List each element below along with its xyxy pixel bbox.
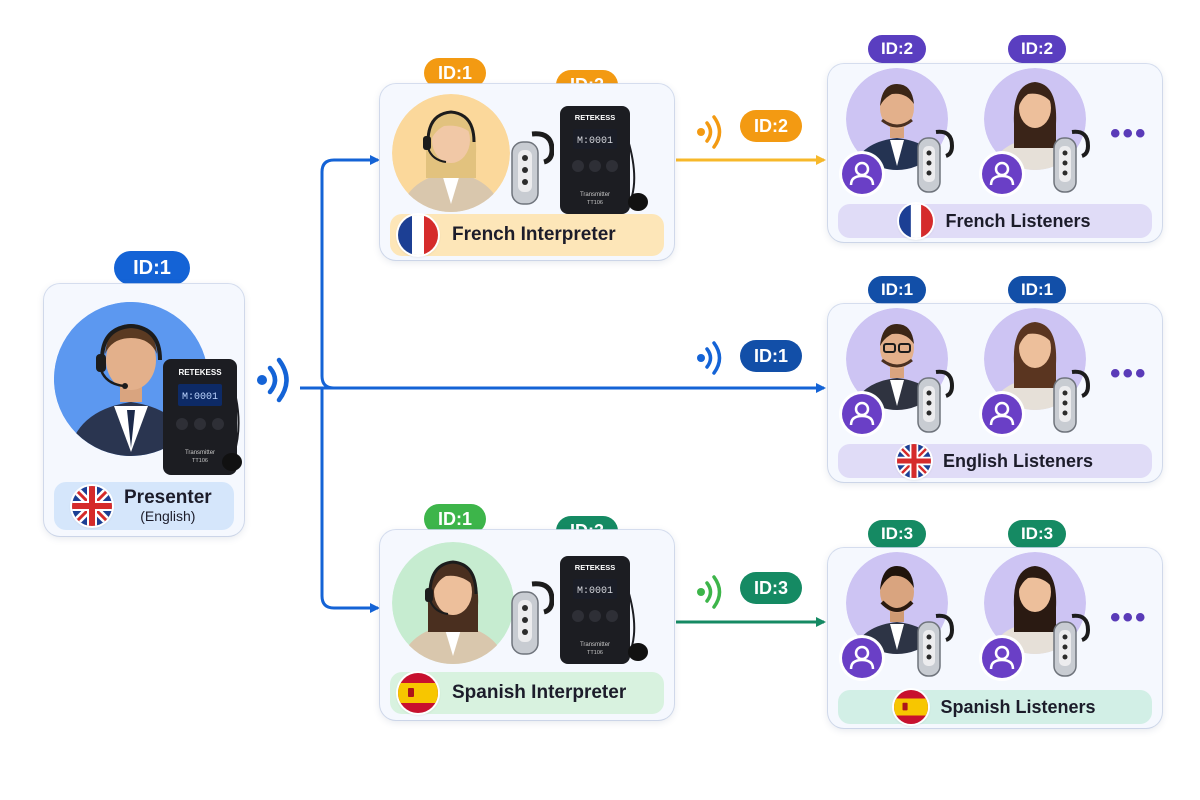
french-listeners-name: French Listeners [945,210,1091,231]
english-channel-badge: ID:1 [740,340,802,372]
french-device-brand: RETEKESS [575,113,615,122]
french-listeners-label: French Listeners [838,204,1152,238]
english-channel-wifi-signal-icon [696,338,726,378]
french-interpreter-card: RETEKESS M:0001 Transmitter TT106 French… [380,84,674,260]
spanish-listener-2-earpiece-receiver [1050,612,1090,678]
french-listeners-more-dots-icon: ••• [1110,117,1148,150]
english-listener-1-earpiece-receiver [914,368,954,434]
french-channel-wifi-signal-icon [696,112,726,152]
french-interpreter-label: French Interpreter [390,214,664,256]
spanish-interpreter-card: RETEKESS M:0001 Transmitter TT106 Spanis… [380,530,674,720]
presenter-language: (English) [140,507,196,524]
french-listener-1-earpiece-receiver [914,128,954,194]
french-device-label: Transmitter [580,192,610,198]
french-listener-2-badge: ID:2 [1008,35,1066,63]
spanish-listeners-card: ••• Spanish Listeners [828,548,1162,728]
spanish-listener-1-user-icon [842,638,882,678]
spanish-device-model: TT106 [587,650,603,656]
spanish-device-label: Transmitter [580,642,610,648]
spanish-interpreter-transmitter-device: RETEKESS M:0001 Transmitter TT106 [558,554,654,666]
spanish-listener-2-badge: ID:3 [1008,520,1066,548]
english-listener-2-badge: ID:1 [1008,276,1066,304]
french-device-model: TT106 [587,200,603,206]
spanish-interpreter-name: Spanish Interpreter [452,682,627,703]
presenter-device-screen: M:0001 [182,392,218,403]
english-listeners-more-dots-icon: ••• [1110,357,1148,390]
spanish-channel-badge: ID:3 [740,572,802,604]
spanish-channel-wifi-signal-icon [696,572,726,612]
spanish-device-screen: M:0001 [577,586,613,597]
english-listener-2-earpiece-receiver [1050,368,1090,434]
english-listeners-card: ••• English Listeners [828,304,1162,482]
presenter-label: Presenter (English) [54,482,234,530]
french-interpreter-transmitter-device: RETEKESS M:0001 Transmitter TT106 [558,104,654,216]
spanish-listener-2-user-icon [982,638,1022,678]
french-listener-1-badge: ID:2 [868,35,926,63]
french-channel-badge: ID:2 [740,110,802,142]
france-flag-icon [398,215,438,255]
presenter-wifi-signal-icon [256,354,300,406]
french-interpreter-name: French Interpreter [452,224,616,245]
french-listener-2-user-icon [982,154,1022,194]
french-interpreter-earpiece-receiver [506,128,554,208]
spanish-listeners-name: Spanish Listeners [940,696,1096,717]
presenter-card: RETEKESS M:0001 Transmitter TT106 Presen… [44,284,244,536]
french-listeners-card: ••• French Listeners [828,64,1162,242]
presenter-to-spanish-arrow [320,388,380,613]
presenter-to-french-arrow [300,155,380,390]
french-listener-1-user-icon [842,154,882,194]
presenter-name: Presenter [124,486,212,508]
spanish-interpreter-label: Spanish Interpreter [390,672,664,714]
french-interpreter-person-badge: ID:1 [424,58,486,88]
english-listener-1-badge: ID:1 [868,276,926,304]
spanish-interpreter-photo [392,542,514,664]
french-listener-2-earpiece-receiver [1050,128,1090,194]
spain-flag-icon [894,690,929,724]
french-device-screen: M:0001 [577,136,613,147]
spain-flag-icon [398,673,438,713]
english-listeners-name: English Listeners [942,450,1094,471]
uk-flag-icon [896,444,931,478]
english-listener-2-user-icon [982,394,1022,434]
spanish-listeners-label: Spanish Listeners [838,690,1152,724]
english-listener-1-user-icon [842,394,882,434]
spanish-listener-1-earpiece-receiver [914,612,954,678]
spanish-interpreter-earpiece-receiver [506,578,554,658]
presenter-transmitter-device: RETEKESS M:0001 Transmitter TT106 [162,358,242,476]
spanish-device-brand: RETEKESS [575,563,615,572]
presenter-device-brand: RETEKESS [178,368,222,377]
spanish-interpreter-person-badge: ID:1 [424,504,486,534]
french-interpreter-photo [392,94,510,212]
presenter-photo [54,302,208,456]
uk-flag-icon [72,486,112,526]
spanish-listener-1-badge: ID:3 [868,520,926,548]
presenter-device-label: Transmitter [185,450,215,456]
spanish-listeners-more-dots-icon: ••• [1110,601,1148,634]
france-flag-icon [899,204,934,238]
english-listeners-label: English Listeners [838,444,1152,478]
svg-text:TT106: TT106 [192,458,208,464]
presenter-id-badge: ID:1 [114,251,190,285]
